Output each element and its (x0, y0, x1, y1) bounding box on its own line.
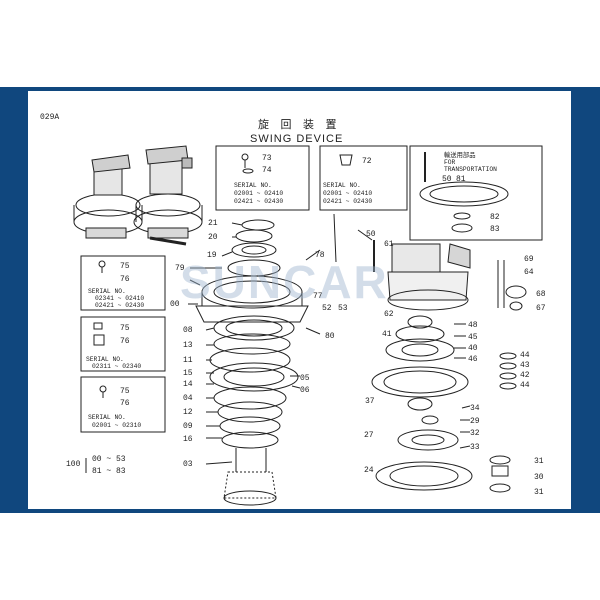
part-label: 82 (490, 213, 500, 222)
part-label: 78 (315, 251, 325, 260)
part-label: 34 (470, 404, 480, 413)
serial-box-left-2: 75 76 SERIAL NO. 02311 ~ 02340 (80, 316, 166, 372)
part-label: 75 (120, 262, 130, 271)
part-label: 43 (520, 361, 530, 370)
part-label: 12 (183, 408, 193, 417)
part-label: 76 (120, 337, 130, 346)
part-label: 76 (120, 399, 130, 408)
part-label: 40 (468, 344, 478, 353)
part-label: 69 (524, 255, 534, 264)
right-exploded-stack (305, 213, 527, 493)
part-label: 53 (338, 304, 348, 313)
part-label: 81 (456, 175, 466, 184)
page-code: 029A (40, 113, 59, 122)
watermark: SUNCAR (180, 256, 389, 308)
part-label: 04 (183, 394, 193, 403)
serial-box-top-center: 73 74 SERIAL NO. 02001 ~ 02410 02421 ~ 0… (215, 145, 310, 211)
part-label: 52 (322, 304, 332, 313)
part-label: 74 (262, 166, 272, 175)
left-part-labels: 21 20 19 78 79 00 77 52 53 08 13 11 15 1… (170, 219, 348, 469)
part-label: 11 (183, 356, 193, 365)
part-label: 29 (470, 417, 480, 426)
serial-box-top-right: 72 SERIAL NO. 02001 ~ 02410 02421 ~ 0243… (319, 145, 408, 211)
right-part-labels: 50 61 62 41 48 45 40 46 37 34 29 32 27 3… (364, 230, 546, 497)
part-label: 20 (208, 233, 218, 242)
part-label: 46 (468, 355, 478, 364)
part-label: 62 (384, 310, 394, 319)
part-label: 79 (175, 264, 185, 273)
part-label: 75 (120, 387, 130, 396)
part-label: 48 (468, 321, 478, 330)
part-label: 42 (520, 371, 530, 380)
serial-range: 02421 ~ 02430 (95, 302, 144, 309)
part-label: 30 (534, 473, 544, 482)
part-label: 61 (384, 240, 394, 249)
serial-heading: SERIAL NO. (234, 182, 272, 189)
part-label: 44 (520, 381, 530, 390)
serial-range: 02421 ~ 02430 (323, 198, 372, 205)
title-japanese: 旋 回 装 置 (258, 117, 341, 131)
serial-range: 02001 ~ 02410 (323, 190, 372, 197)
left-exploded-stack (188, 219, 321, 506)
serial-range: 02311 ~ 02340 (92, 363, 141, 370)
serial-heading: SERIAL NO. (86, 356, 124, 363)
part-label: 45 (468, 333, 478, 342)
part-label: 15 (183, 369, 193, 378)
serial-box-left-3: 75 76 SERIAL NO. 02001 ~ 02310 (80, 376, 166, 433)
transport-label-jp: 輸送用部品 (444, 150, 475, 159)
part-label: 80 (325, 332, 335, 341)
part-label: 50 (366, 230, 376, 239)
part-label: 44 (520, 351, 530, 360)
part-label: 31 (534, 488, 544, 497)
part-label: 08 (183, 326, 193, 335)
transport-heading: TRANSPORTATION (444, 166, 497, 173)
part-label: 27 (364, 431, 374, 440)
group-note: 100 00 ~ 53 81 ~ 83 (66, 455, 126, 476)
part-label: 03 (183, 460, 193, 469)
part-label: 72 (362, 157, 372, 166)
serial-range: 02341 ~ 02410 (95, 295, 144, 302)
group-range: 00 ~ 53 (92, 455, 126, 464)
part-label: 06 (300, 386, 310, 395)
motor-assembly-illustration (73, 145, 203, 246)
part-label: 13 (183, 341, 193, 350)
part-label: 16 (183, 435, 193, 444)
part-label: 64 (524, 268, 534, 277)
transportation-box: 輸送用部品 FOR TRANSPORTATION 50 81 82 83 (409, 145, 543, 241)
serial-range: 02001 ~ 02310 (92, 422, 141, 429)
serial-box-left-1: 75 76 SERIAL NO. 02341 ~ 02410 02421 ~ 0… (80, 255, 166, 311)
title-english: SWING DEVICE (250, 133, 343, 145)
part-label: 73 (262, 154, 272, 163)
part-label: 31 (534, 457, 544, 466)
part-label: 09 (183, 422, 193, 431)
part-label: 19 (207, 251, 217, 260)
part-label: 68 (536, 290, 546, 299)
serial-heading: SERIAL NO. (88, 414, 126, 421)
part-label: 50 (442, 175, 452, 184)
part-label: 77 (313, 292, 323, 301)
part-label: 00 (170, 300, 180, 309)
part-label: 32 (470, 429, 480, 438)
serial-heading: SERIAL NO. (88, 288, 126, 295)
part-label: 24 (364, 466, 374, 475)
part-label: 83 (490, 225, 500, 234)
part-label: 75 (120, 324, 130, 333)
part-label: 67 (536, 304, 546, 313)
part-label: 05 (300, 374, 310, 383)
serial-range: 02421 ~ 02430 (234, 198, 283, 205)
part-label: 33 (470, 443, 480, 452)
group-range: 81 ~ 83 (92, 467, 126, 476)
group-prefix: 100 (66, 460, 81, 469)
part-label: 41 (382, 330, 392, 339)
part-label: 76 (120, 275, 130, 284)
transport-for: FOR (444, 159, 456, 166)
serial-range: 02001 ~ 02410 (234, 190, 283, 197)
part-label: 14 (183, 380, 193, 389)
serial-heading: SERIAL NO. (323, 182, 361, 189)
part-label: 21 (208, 219, 218, 228)
part-label: 37 (365, 397, 375, 406)
